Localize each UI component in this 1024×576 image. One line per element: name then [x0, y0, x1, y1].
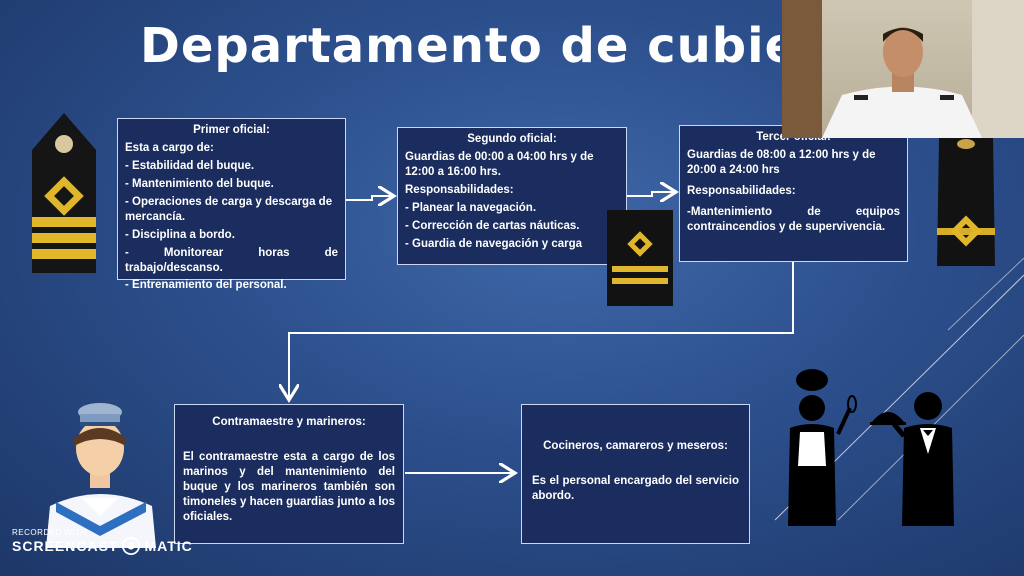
contramaestre-title: Contramaestre y marineros: — [212, 416, 366, 428]
arrow-tercero-to-contramaestre — [289, 262, 794, 398]
cocineros-box: Cocineros, camareros y meseros: Es el pe… — [521, 404, 750, 544]
screencast-logo-icon — [122, 537, 141, 555]
primer-oficial-box: Primer oficial: Esta a cargo de: - Estab… — [117, 118, 346, 291]
primer-line: - Monitorear horas de trabajo/descanso. — [125, 246, 338, 274]
segundo-line: - Planear la navegación. — [405, 201, 537, 214]
primer-line: - Entrenamiento del personal. — [125, 279, 287, 292]
primer-line: - Operaciones de carga y descarga de mer… — [125, 195, 333, 223]
primer-line: - Mantenimiento del buque. — [125, 177, 274, 190]
presenter-figure — [782, 0, 1024, 138]
primer-oficial-title: Primer oficial: — [193, 124, 270, 136]
epaulette-four-stripes-icon — [32, 113, 96, 273]
watermark-left-text: SCREENCAST — [12, 538, 119, 554]
sailor-illustration-icon — [46, 403, 156, 548]
arrow-segundo-to-tercero — [627, 192, 674, 196]
tercero-line: -Mantenimiento de equipos contraincendio… — [687, 205, 900, 233]
contramaestre-box: Contramaestre y marineros: El contramaes… — [174, 404, 404, 544]
segundo-oficial-title: Segundo oficial: — [467, 133, 557, 145]
primer-line: Esta a cargo de: — [125, 141, 214, 154]
segundo-oficial-box: Segundo oficial: Guardias de 00:00 a 04:… — [397, 127, 627, 265]
slide-title: Departamento de cubiert — [140, 18, 780, 74]
webcam-overlay — [782, 0, 1024, 138]
epaulette-two-stripes-icon — [607, 210, 673, 306]
watermark-top-text: RECORDED WITH — [12, 528, 87, 537]
primer-line: - Estabilidad del buque. — [125, 159, 255, 172]
tercero-line: Responsabilidades: — [687, 184, 796, 197]
epaulette-one-stripe-icon — [937, 138, 995, 266]
segundo-line: - Guardia de navegación y carga — [405, 237, 583, 250]
tercero-line: Guardias de 08:00 a 12:00 hrs y de 20:00… — [687, 148, 876, 176]
cocineros-title: Cocineros, camareros y meseros: — [543, 440, 728, 452]
chef-and-waiter-icon — [788, 369, 954, 526]
segundo-line: Responsabilidades: — [405, 183, 514, 196]
screencast-watermark: RECORDED WITH SCREENCAST MATIC — [12, 528, 193, 555]
tercer-oficial-box: Tercer oficial: Guardias de 08:00 a 12:0… — [679, 125, 908, 262]
primer-line: - Disciplina a bordo. — [125, 228, 235, 241]
watermark-right-text: MATIC — [144, 538, 193, 554]
arrow-primer-to-segundo — [346, 196, 392, 200]
contramaestre-line: El contramaestre esta a cargo de los mar… — [183, 450, 395, 523]
cocineros-line: Es el personal encargado del servicio ab… — [532, 474, 739, 502]
segundo-line: - Corrección de cartas náuticas. — [405, 219, 580, 232]
segundo-line: Guardias de 00:00 a 04:00 hrs y de 12:00… — [405, 150, 594, 178]
